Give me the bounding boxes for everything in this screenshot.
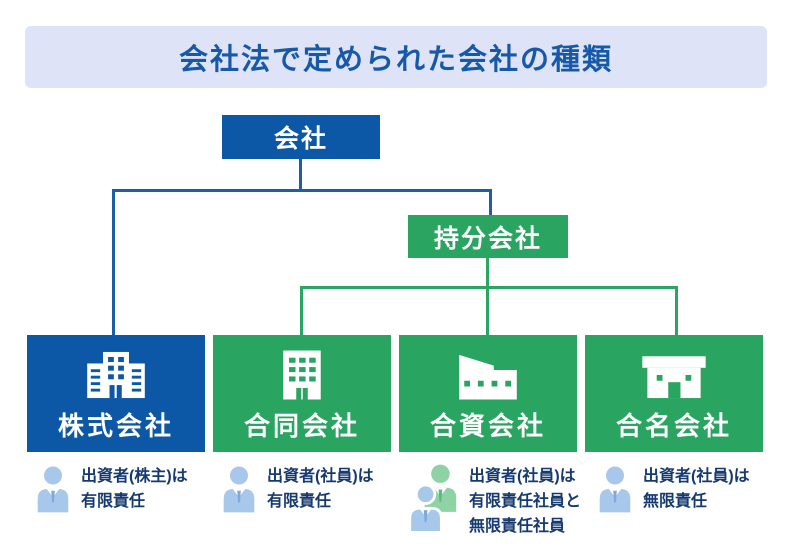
investor-note-goumei: 出資者(社員)は 無限責任	[589, 461, 771, 515]
company-name: 合同会社	[243, 411, 360, 441]
connector-blue-horizontal	[112, 189, 492, 192]
company-name: 株式会社	[57, 411, 174, 441]
node-mochibun-label: 持分会社	[433, 224, 542, 253]
single-person-icon	[223, 466, 255, 513]
investor-note-goushi: 出資者(社員)は 有限責任社員と 無限責任社員	[399, 461, 581, 539]
connector-to-kabushiki	[112, 189, 115, 336]
connector-to-goushi	[486, 286, 489, 336]
company-box-goushi: 合資会社	[399, 335, 577, 452]
office-block-building-icon	[283, 350, 321, 400]
connector-to-goudou	[300, 286, 303, 336]
node-kaisha: 会社	[222, 115, 380, 159]
node-mochibun-kaisha: 持分会社	[408, 215, 568, 258]
single-person-icon	[37, 466, 69, 513]
company-box-kabushiki: 株式会社	[27, 335, 205, 452]
investor-note-goudou: 出資者(社員)は 有限責任	[213, 461, 395, 515]
page-title: 会社法で定められた会社の種類	[178, 44, 613, 76]
investor-note-kabushiki: 出資者(株主)は 有限責任	[27, 461, 209, 515]
company-name: 合資会社	[429, 411, 546, 441]
note-text: 出資者(社員)は 有限責任社員と 無限責任社員	[469, 468, 582, 535]
office-tower-building-icon	[87, 351, 145, 399]
note-text: 出資者(株主)は 有限責任	[81, 468, 188, 510]
note-text: 出資者(社員)は 有限責任	[267, 468, 374, 510]
connector-root-down	[299, 159, 302, 191]
title-banner: 会社法で定められた会社の種類	[25, 26, 767, 88]
two-persons-icon	[408, 464, 457, 533]
company-box-goudou: 合同会社	[213, 335, 391, 452]
node-kaisha-label: 会社	[273, 125, 328, 153]
slanted-roof-building-icon	[459, 354, 517, 400]
note-text: 出資者(社員)は 無限責任	[643, 468, 750, 510]
company-box-goumei: 合名会社	[585, 335, 763, 452]
connector-to-mochibun	[489, 189, 492, 217]
storefront-building-icon	[642, 356, 706, 399]
connector-green-horizontal	[300, 286, 678, 289]
company-name: 合名会社	[615, 411, 732, 441]
connector-mochibun-down	[486, 258, 489, 289]
connector-to-goumei	[675, 286, 678, 336]
single-person-icon	[599, 466, 631, 513]
